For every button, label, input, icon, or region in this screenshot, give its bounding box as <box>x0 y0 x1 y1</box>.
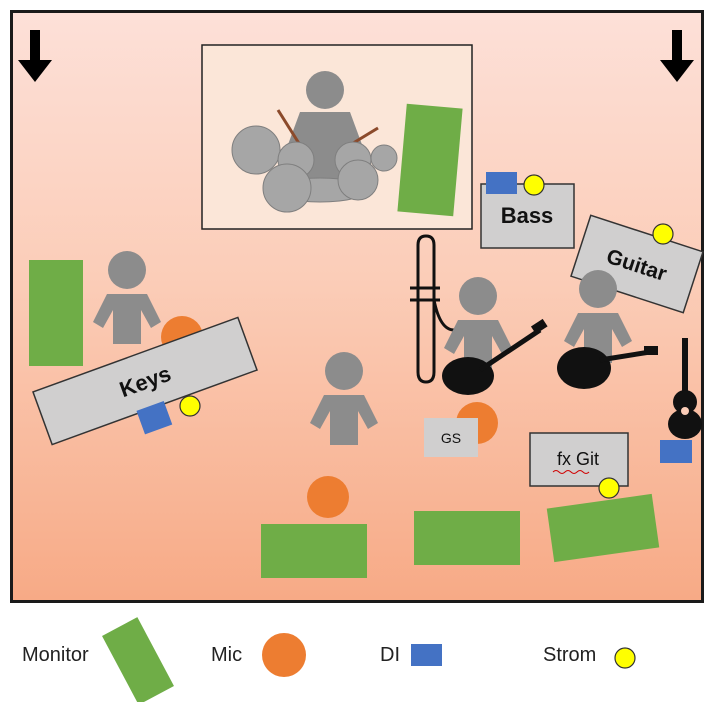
power-outlet-fx <box>598 477 620 499</box>
monitor-front-bass <box>414 511 520 565</box>
power-outlet-keys <box>179 395 201 417</box>
bass-amp <box>480 183 575 249</box>
bass-guitar-icon <box>442 318 548 395</box>
di-box-keys <box>136 400 173 435</box>
keys-player <box>93 251 161 344</box>
monitor-keys <box>29 260 83 366</box>
legend-mic-swatch <box>262 633 306 677</box>
vocalist <box>310 352 378 445</box>
arrow-down-icon-left <box>18 30 52 82</box>
legend-monitor-swatch <box>102 617 174 702</box>
mic-vocalist <box>307 476 349 518</box>
legend-mic-label: Mic <box>211 644 243 666</box>
electric-guitar-icon <box>557 346 658 389</box>
legend-monitor-label: Monitor <box>22 644 89 666</box>
arrow-down-icon-right <box>660 30 694 82</box>
trombone-icon <box>410 234 455 384</box>
acoustic-guitar-icon <box>668 338 702 439</box>
fx-guitar-label: fx Git <box>557 449 599 469</box>
monitor-front-guitar <box>546 493 660 563</box>
spellcheck-underline <box>552 470 590 474</box>
legend-power-swatch <box>614 647 636 669</box>
drum-kit-icon <box>231 109 398 213</box>
di-box-acoustic <box>660 440 692 463</box>
gs-box <box>424 418 478 457</box>
legend-power-label: Strom <box>543 644 597 666</box>
monitor-drums <box>397 103 463 217</box>
power-outlet-bass <box>523 174 545 196</box>
fx-guitar-box <box>529 432 629 487</box>
guitar-amp <box>570 214 704 314</box>
monitor-front-center <box>261 524 367 578</box>
bass-amp-label: Bass <box>501 203 554 228</box>
gs-label: GS <box>441 430 461 446</box>
legend-di-swatch <box>411 644 442 666</box>
di-box-bass <box>486 172 517 194</box>
legend-di-label: DI <box>380 644 400 666</box>
power-outlet-guitar <box>652 223 674 245</box>
